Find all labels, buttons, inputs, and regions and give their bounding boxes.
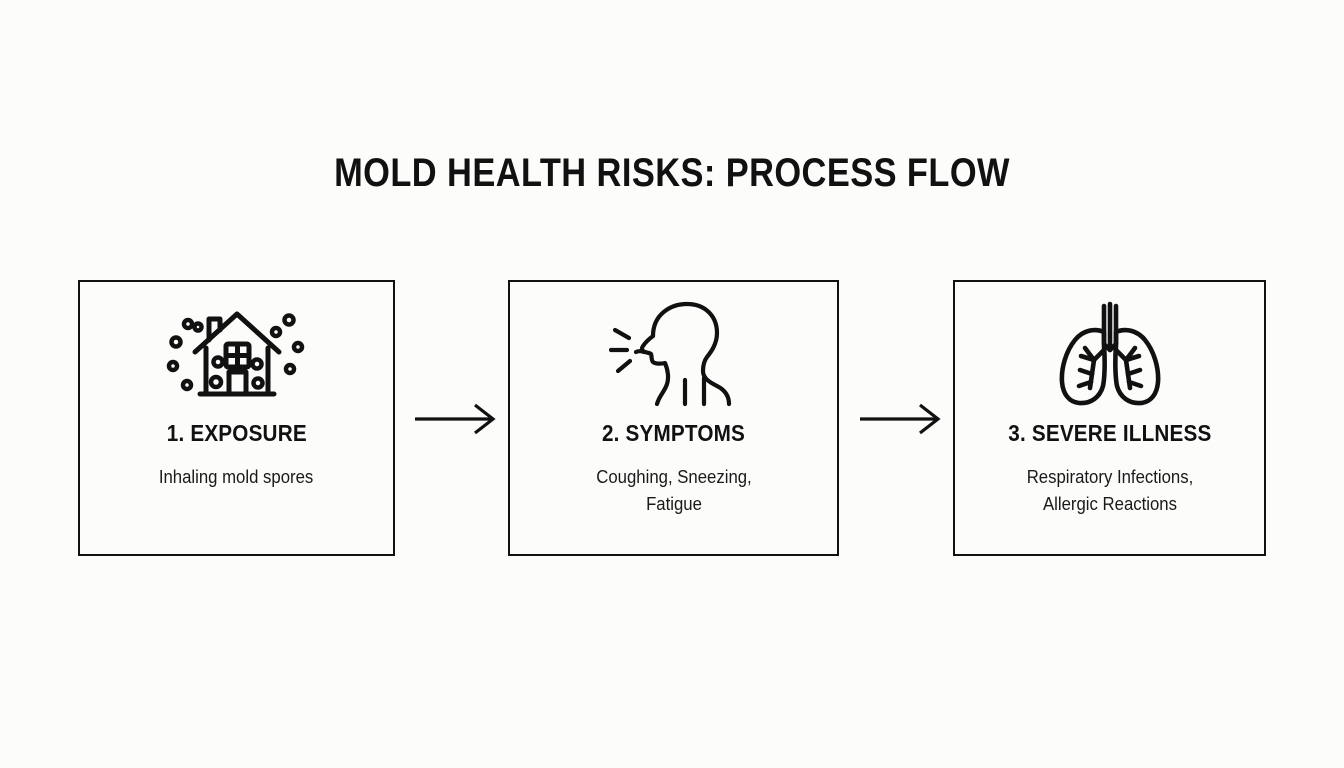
- step-3-title: 3. SEVERE ILLNESS: [1007, 420, 1212, 446]
- step-3-description: Respiratory Infections, Allergic Reactio…: [1026, 467, 1193, 514]
- step-card-3[interactable]: 3. SEVERE ILLNESS Respiratory Infections…: [953, 280, 1266, 556]
- connector-arrow-2: [856, 402, 948, 436]
- step-1-icon-wrap: [162, 290, 312, 418]
- step-2-description: Coughing, Sneezing, Fatigue: [595, 467, 752, 514]
- process-flow: 1. EXPOSURE Inhaling mold spores: [78, 280, 1266, 556]
- coughing-person-icon: [608, 301, 731, 407]
- step-card-1[interactable]: 1. EXPOSURE Inhaling mold spores: [78, 280, 395, 556]
- step-1-description: Inhaling mold spores: [159, 467, 314, 487]
- step-2-title: 2. SYMPTOMS: [601, 420, 746, 446]
- arrow-right-icon: [415, 403, 496, 435]
- connector-arrow-1: [411, 402, 503, 436]
- step-1-title: 1. EXPOSURE: [166, 420, 307, 446]
- step-card-2[interactable]: 2. SYMPTOMS Coughing, Sneezing, Fatigue: [508, 280, 839, 556]
- step-3-icon-wrap: [1047, 290, 1173, 418]
- step-2-icon-wrap: [608, 290, 739, 418]
- arrow-right-icon: [860, 403, 941, 435]
- house-with-mold-spores-icon: [166, 311, 304, 397]
- lungs-icon: [1059, 301, 1160, 406]
- page-title: MOLD HEALTH RISKS: PROCESS FLOW: [334, 151, 1010, 195]
